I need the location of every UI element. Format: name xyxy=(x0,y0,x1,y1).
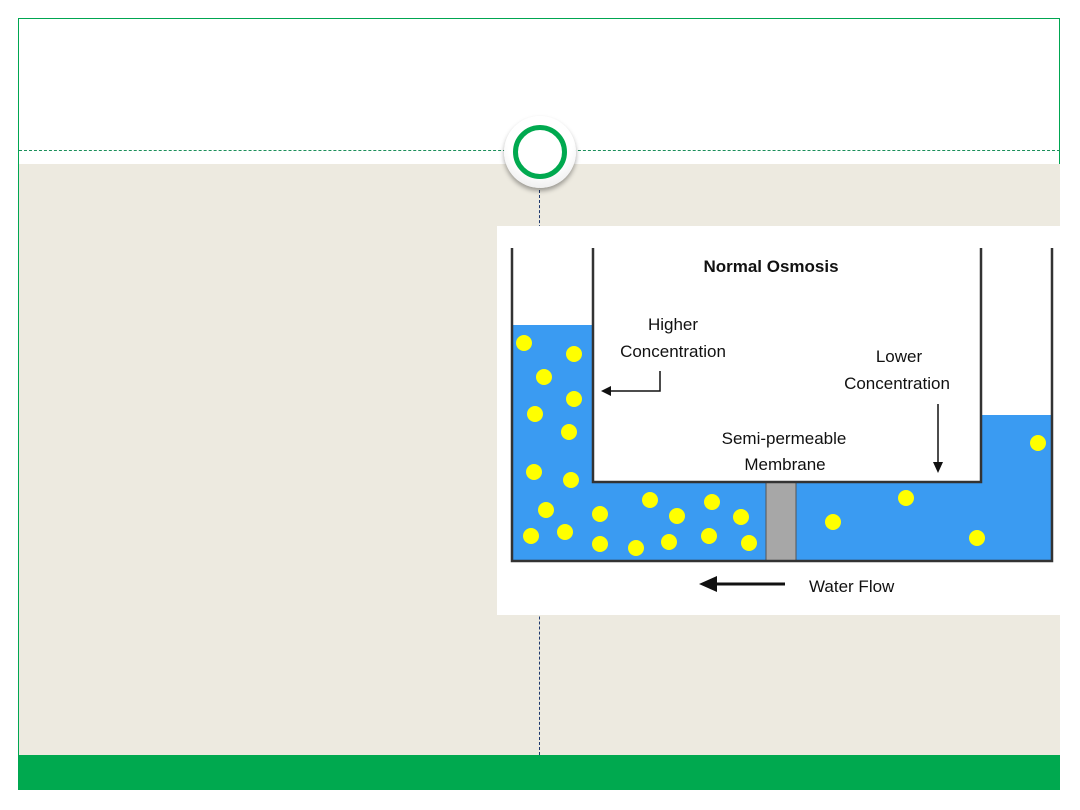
solute-particle xyxy=(536,369,552,385)
solute-particle xyxy=(642,492,658,508)
higher-concentration-label-line2: Concentration xyxy=(620,342,726,361)
solute-particle xyxy=(704,494,720,510)
water-bottom-channel xyxy=(593,482,1052,561)
membrane-label-line2: Membrane xyxy=(744,455,825,474)
footer-bar xyxy=(19,755,1060,790)
higher-concentration-label-line1: Higher xyxy=(648,315,698,334)
solute-particle xyxy=(628,540,644,556)
solute-particle xyxy=(561,424,577,440)
membrane-label-line1: Semi-permeable xyxy=(722,429,847,448)
container-inner-wall xyxy=(591,248,983,484)
solute-particle xyxy=(592,536,608,552)
diagram-title: Normal Osmosis xyxy=(703,257,838,276)
solute-particle xyxy=(669,508,685,524)
solute-particle xyxy=(516,335,532,351)
solute-particle xyxy=(661,534,677,550)
solute-particle xyxy=(566,346,582,362)
solute-particle xyxy=(538,502,554,518)
solute-particle xyxy=(733,509,749,525)
circle-ring-icon xyxy=(513,125,567,179)
water-left-column xyxy=(512,325,593,561)
solute-particle xyxy=(741,535,757,551)
higher-arrowhead-icon xyxy=(601,386,611,396)
water-flow-label: Water Flow xyxy=(809,577,895,596)
lower-concentration-label-line2: Concentration xyxy=(844,374,950,393)
osmosis-diagram: Normal Osmosis Higher Concentration Lowe… xyxy=(497,226,1060,615)
solute-particle xyxy=(557,524,573,540)
semi-permeable-membrane xyxy=(765,481,797,562)
lower-concentration-label-line1: Lower xyxy=(876,347,923,366)
solute-particle xyxy=(701,528,717,544)
solute-particle xyxy=(526,464,542,480)
container-outline xyxy=(510,248,1054,563)
osmosis-diagram-svg: Normal Osmosis Higher Concentration Lowe… xyxy=(510,248,1054,596)
solute-particle xyxy=(566,391,582,407)
solute-particle xyxy=(523,528,539,544)
solute-particle xyxy=(592,506,608,522)
solute-particle xyxy=(969,530,985,546)
solute-particle xyxy=(1030,435,1046,451)
solute-particles xyxy=(516,335,1046,556)
solute-particle xyxy=(527,406,543,422)
lower-arrowhead-icon xyxy=(933,462,943,473)
solute-particle xyxy=(898,490,914,506)
solute-particle xyxy=(563,472,579,488)
water-flow-arrowhead-icon xyxy=(699,576,717,592)
circle-ornament xyxy=(504,116,576,188)
solute-particle xyxy=(825,514,841,530)
container-outer-wall xyxy=(510,248,1054,563)
higher-concentration-arrow-icon xyxy=(609,371,661,392)
